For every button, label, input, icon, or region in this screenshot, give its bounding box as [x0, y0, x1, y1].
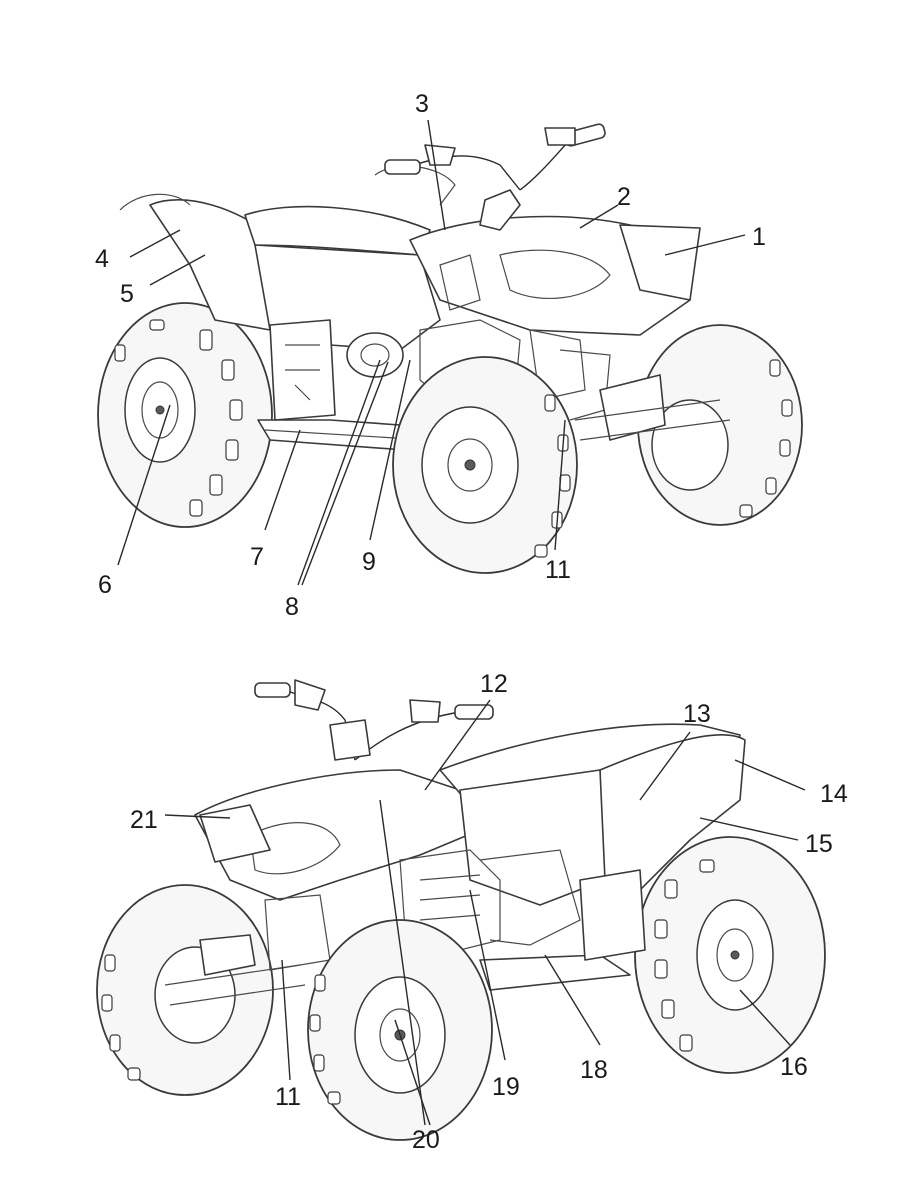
- callout-2: 2: [617, 183, 631, 211]
- front-left-tire-top: [392, 356, 578, 574]
- leader-lines-top: [117, 119, 746, 586]
- callout-9: 9: [362, 548, 376, 576]
- callout-8: 8: [285, 593, 299, 621]
- callout-1: 1: [752, 223, 766, 251]
- handlebar-top: [384, 123, 606, 231]
- callout-11-top: 11: [545, 556, 571, 584]
- callout-7: 7: [250, 543, 264, 571]
- callout-6: 6: [98, 571, 112, 599]
- front-right-tire-bottom: [307, 919, 493, 1141]
- callout-20: 20: [412, 1126, 440, 1154]
- callout-14: 14: [820, 780, 848, 808]
- callout-3: 3: [415, 90, 429, 118]
- callout-4: 4: [95, 245, 109, 273]
- handlebar-bottom: [254, 679, 494, 761]
- heel-guard-bottom: [579, 869, 646, 961]
- callout-13: 13: [683, 700, 711, 728]
- callout-15: 15: [805, 830, 833, 858]
- front-left-tire-bottom: [96, 884, 274, 1096]
- callout-11-bottom: 11: [275, 1083, 301, 1111]
- rear-fender-bottom: [599, 734, 746, 901]
- rear-left-tire-top: [97, 302, 273, 528]
- front-bumper-top: [599, 374, 666, 441]
- atv-top-view: 1 2 3 4 5 6 7 8 9 11: [95, 90, 803, 621]
- front-bumper-bottom: [199, 934, 256, 976]
- engine-top: [346, 319, 611, 421]
- callout-16: 16: [780, 1053, 808, 1081]
- callout-5: 5: [120, 280, 134, 308]
- callout-19: 19: [492, 1073, 520, 1101]
- rear-right-tire-bottom: [634, 836, 826, 1074]
- callout-21: 21: [130, 806, 158, 834]
- leader-lines-bottom: [164, 699, 806, 1126]
- callout-18: 18: [580, 1056, 608, 1084]
- front-nose-top: [619, 224, 701, 301]
- atv-bottom-view: 12 13 14 15 16 18 19 20 11 21: [96, 670, 848, 1154]
- callout-12: 12: [480, 670, 508, 698]
- front-nose-bottom: [199, 804, 271, 863]
- footwell-top: [257, 419, 406, 451]
- front-fender-bottom: [194, 769, 481, 901]
